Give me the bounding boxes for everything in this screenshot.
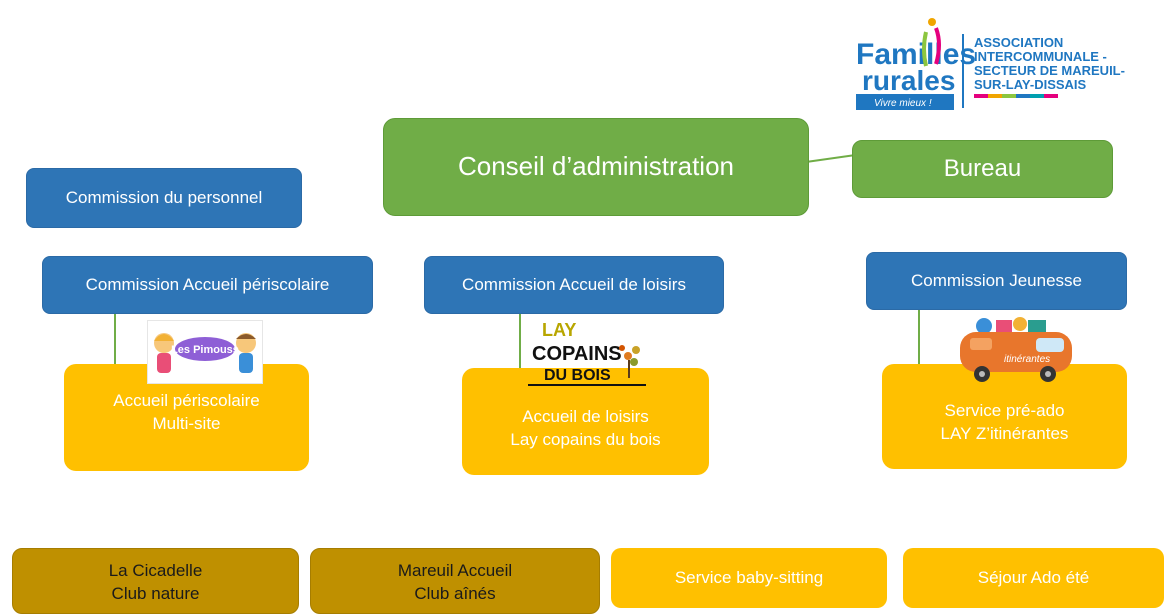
luggage-icon (976, 318, 992, 334)
van-logo: itinérantes (950, 314, 1078, 384)
service-loisirs-line1: Accueil de loisirs (522, 406, 649, 426)
logo-assoc-line: INTERCOMMUNALE - (974, 49, 1107, 64)
connector-jeunesse (918, 310, 920, 366)
node-commission-personnel: Commission du personnel (26, 168, 302, 228)
logo-color-stripe (1044, 94, 1058, 98)
logo-figure2-icon (934, 27, 941, 65)
node-commission-periscolaire-label: Commission Accueil périscolaire (85, 274, 330, 294)
familles-rurales-logo: Familles rurales Vivre mieux ! ASSOCIATI… (852, 14, 1142, 112)
sejour-label: Séjour Ado été (977, 567, 1090, 587)
logo-brand-line2: rurales (862, 65, 955, 96)
logo-tagline: Vivre mieux ! (874, 98, 932, 109)
node-commission-jeunesse-label: Commission Jeunesse (910, 270, 1082, 290)
connector-periscolaire (114, 314, 116, 366)
pimouss-logo-text: Les Pimouss (171, 344, 239, 356)
node-conseil-label: Conseil d’administration (457, 151, 735, 182)
node-commission-jeunesse: Commission Jeunesse (866, 252, 1127, 310)
van-logo-text: itinérantes (1004, 354, 1050, 365)
copains-logo-middle: COPAINS (532, 343, 622, 365)
node-la-cicadelle: La Cicadelle Club nature (12, 548, 299, 614)
connector-conseil-bureau (805, 154, 856, 163)
copains-du-bois-logo: LAY COPAINS DU BOIS (528, 316, 648, 388)
node-bureau: Bureau (852, 140, 1113, 198)
node-commission-personnel-label: Commission du personnel (65, 187, 263, 207)
service-loisirs-line2: Lay copains du bois (510, 429, 661, 449)
node-commission-periscolaire: Commission Accueil périscolaire (42, 256, 373, 314)
logo-tagline-bar (856, 94, 954, 110)
copains-logo-bottom: DU BOIS (544, 367, 611, 384)
logo-brand-line1: Familles (856, 38, 976, 71)
babysitting-label: Service baby-sitting (674, 567, 824, 587)
node-sejour-ado-ete: Séjour Ado été (903, 548, 1164, 608)
logo-color-stripe (1002, 94, 1016, 98)
node-mareuil-accueil: Mareuil Accueil Club aînés (310, 548, 600, 614)
service-periscolaire-line2: Multi-site (152, 413, 221, 433)
cicadelle-line2: Club nature (111, 584, 200, 603)
service-preado-line2: LAY Z’itinérantes (940, 423, 1069, 443)
copains-logo-top: LAY (542, 320, 576, 340)
cicadelle-line1: La Cicadelle (108, 561, 203, 581)
logo-assoc-line: ASSOCIATION (974, 35, 1063, 50)
pimouss-logo: Les Pimouss (147, 320, 263, 384)
logo-color-stripe (974, 94, 988, 98)
logo-color-stripe (1030, 94, 1044, 98)
logo-assoc-line: SECTEUR DE MAREUIL- (974, 63, 1125, 78)
mareuil-line1: Mareuil Accueil (397, 561, 513, 581)
node-conseil-administration: Conseil d’administration (383, 118, 809, 216)
service-periscolaire-line1: Accueil périscolaire (113, 390, 260, 410)
connector-loisirs (519, 314, 521, 368)
logo-assoc-line: SUR-LAY-DISSAIS (974, 77, 1087, 92)
logo-dot-icon (928, 18, 936, 26)
logo-color-stripe (1016, 94, 1030, 98)
node-commission-loisirs: Commission Accueil de loisirs (424, 256, 724, 314)
node-commission-loisirs-label: Commission Accueil de loisirs (462, 274, 686, 294)
logo-color-stripe (988, 94, 1002, 98)
logo-divider (962, 34, 964, 108)
logo-figure-icon (922, 31, 928, 67)
node-bureau-label: Bureau (943, 154, 1022, 182)
node-service-preado: Service pré-ado LAY Z’itinérantes (882, 364, 1127, 469)
service-preado-line1: Service pré-ado (944, 400, 1065, 420)
mareuil-line2: Club aînés (414, 584, 496, 603)
node-service-baby-sitting: Service baby-sitting (611, 548, 887, 608)
leaf-icon (624, 352, 632, 360)
